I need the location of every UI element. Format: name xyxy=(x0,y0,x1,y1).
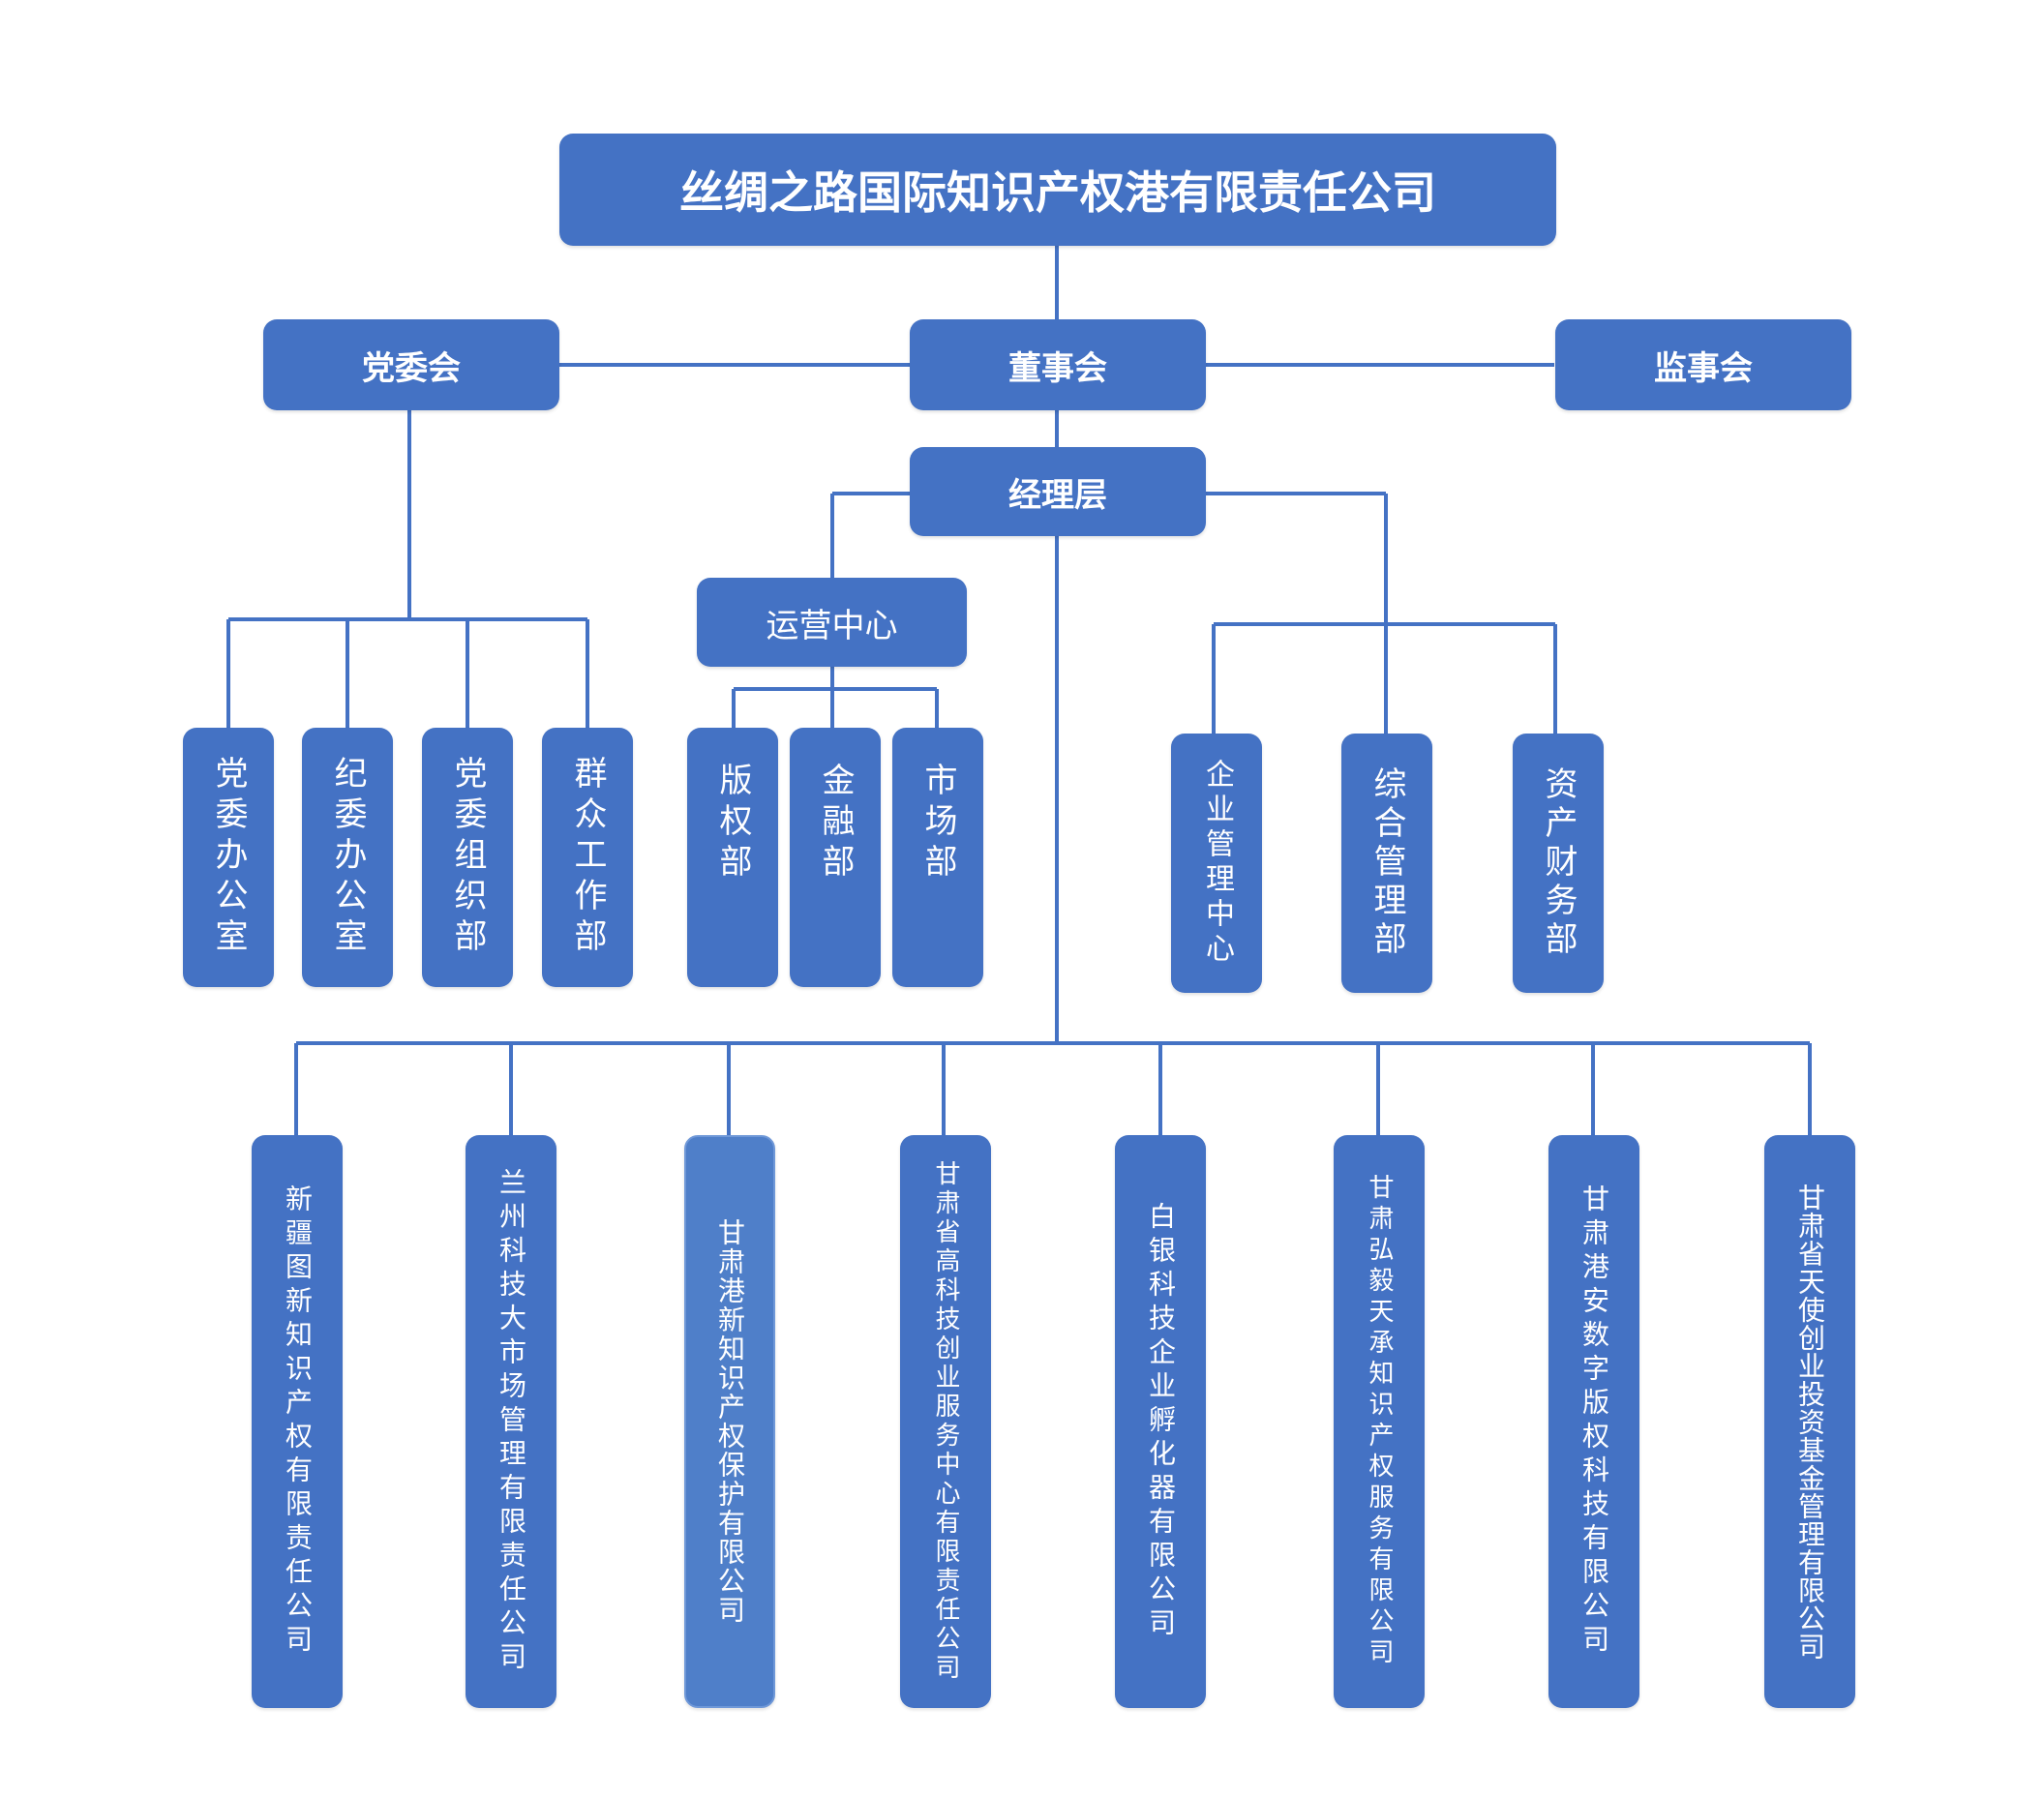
board-label: 董事会 xyxy=(1008,348,1107,388)
operations-department-box: 金融部 xyxy=(790,728,881,987)
subsidiary-box: 甘肃省高科技创业服务中心有限责任公司 xyxy=(900,1135,991,1708)
subsidiary-label: 甘肃省高科技创业服务中心有限责任公司 xyxy=(931,1160,960,1683)
party-department-box: 党委办公室 xyxy=(183,728,274,987)
supervisory-board-label: 监事会 xyxy=(1654,348,1753,388)
operations-department-label: 版权部 xyxy=(713,763,752,884)
party-department-label: 纪委办公室 xyxy=(328,756,367,959)
operations-center-label: 运营中心 xyxy=(766,606,898,645)
subsidiary-label: 白银科技企业孵化器有限公司 xyxy=(1145,1201,1177,1642)
management-department-box: 综合管理部 xyxy=(1341,734,1432,993)
company-label: 丝绸之路国际知识产权港有限责任公司 xyxy=(679,166,1436,219)
subsidiary-label: 甘肃港新知识产权保护有限公司 xyxy=(714,1218,746,1625)
subsidiary-label: 新疆图新知识产权有限责任公司 xyxy=(282,1184,314,1659)
operations-department-label: 金融部 xyxy=(816,763,855,884)
supervisory-board-box: 监事会 xyxy=(1555,319,1851,410)
party-department-label: 党委组织部 xyxy=(448,756,487,959)
operations-department-label: 市场部 xyxy=(918,763,957,884)
management-department-label: 企业管理中心 xyxy=(1200,759,1234,968)
management-box: 经理层 xyxy=(910,447,1206,536)
management-department-label: 综合管理部 xyxy=(1368,766,1406,960)
management-department-box: 资产财务部 xyxy=(1513,734,1604,993)
subsidiary-box: 甘肃港新知识产权保护有限公司 xyxy=(684,1135,775,1708)
operations-department-box: 市场部 xyxy=(892,728,983,987)
management-department-label: 资产财务部 xyxy=(1539,766,1578,960)
board-box: 董事会 xyxy=(910,319,1206,410)
party-department-box: 党委组织部 xyxy=(422,728,513,987)
subsidiary-box: 兰州科技大市场管理有限责任公司 xyxy=(466,1135,556,1708)
subsidiary-box: 甘肃省天使创业投资基金管理有限公司 xyxy=(1764,1135,1855,1708)
subsidiary-box: 新疆图新知识产权有限责任公司 xyxy=(252,1135,343,1708)
subsidiary-label: 兰州科技大市场管理有限责任公司 xyxy=(496,1167,527,1676)
party-committee-label: 党委会 xyxy=(362,348,461,388)
subsidiary-box: 甘肃港安数字版权科技有限公司 xyxy=(1548,1135,1639,1708)
party-department-label: 群众工作部 xyxy=(568,756,607,959)
party-department-box: 群众工作部 xyxy=(542,728,633,987)
subsidiary-label: 甘肃省天使创业投资基金管理有限公司 xyxy=(1794,1183,1826,1661)
operations-center-box: 运营中心 xyxy=(697,578,967,667)
subsidiary-box: 白银科技企业孵化器有限公司 xyxy=(1115,1135,1206,1708)
subsidiary-label: 甘肃弘毅天承知识产权服务有限公司 xyxy=(1365,1174,1394,1669)
operations-department-box: 版权部 xyxy=(687,728,778,987)
subsidiary-label: 甘肃港安数字版权科技有限公司 xyxy=(1578,1184,1610,1659)
management-label: 经理层 xyxy=(1008,475,1107,515)
company-box: 丝绸之路国际知识产权港有限责任公司 xyxy=(559,134,1556,246)
party-committee-box: 党委会 xyxy=(263,319,559,410)
management-department-box: 企业管理中心 xyxy=(1171,734,1262,993)
party-department-box: 纪委办公室 xyxy=(302,728,393,987)
party-department-label: 党委办公室 xyxy=(209,756,248,959)
subsidiary-box: 甘肃弘毅天承知识产权服务有限公司 xyxy=(1334,1135,1425,1708)
